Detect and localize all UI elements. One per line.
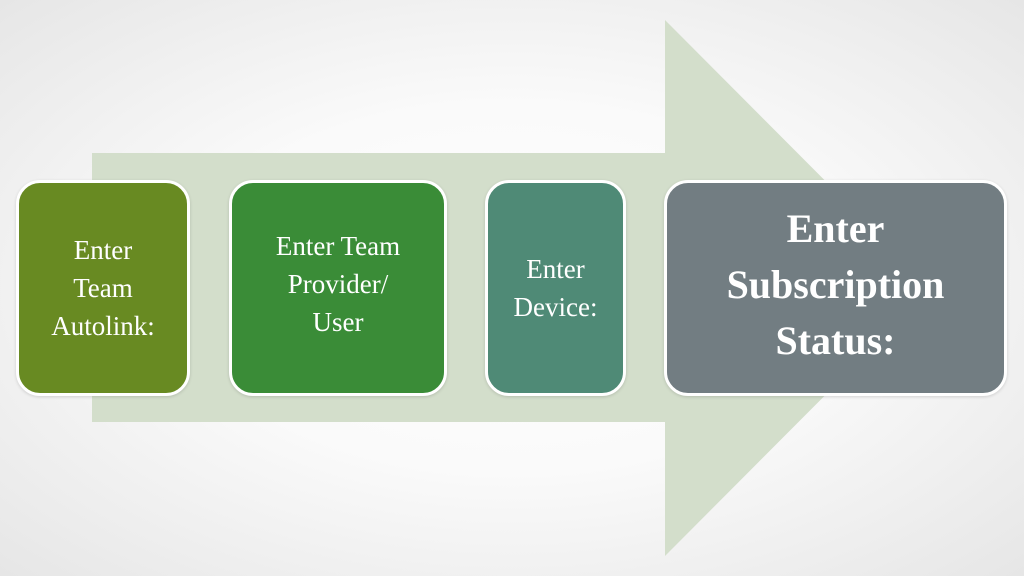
step-enter-team-provider-user: Enter Team Provider/ User: [229, 180, 447, 396]
step-enter-subscription-status: Enter Subscription Status:: [664, 180, 1007, 396]
step-label: Enter Team Autolink:: [51, 235, 155, 341]
step-enter-device: Enter Device:: [485, 180, 626, 396]
step-label: Enter Subscription Status:: [726, 206, 945, 363]
step-label: Enter Team Provider/ User: [275, 231, 401, 337]
step-label: Enter Device:: [513, 254, 598, 322]
step-enter-team-autolink: Enter Team Autolink:: [16, 180, 190, 396]
